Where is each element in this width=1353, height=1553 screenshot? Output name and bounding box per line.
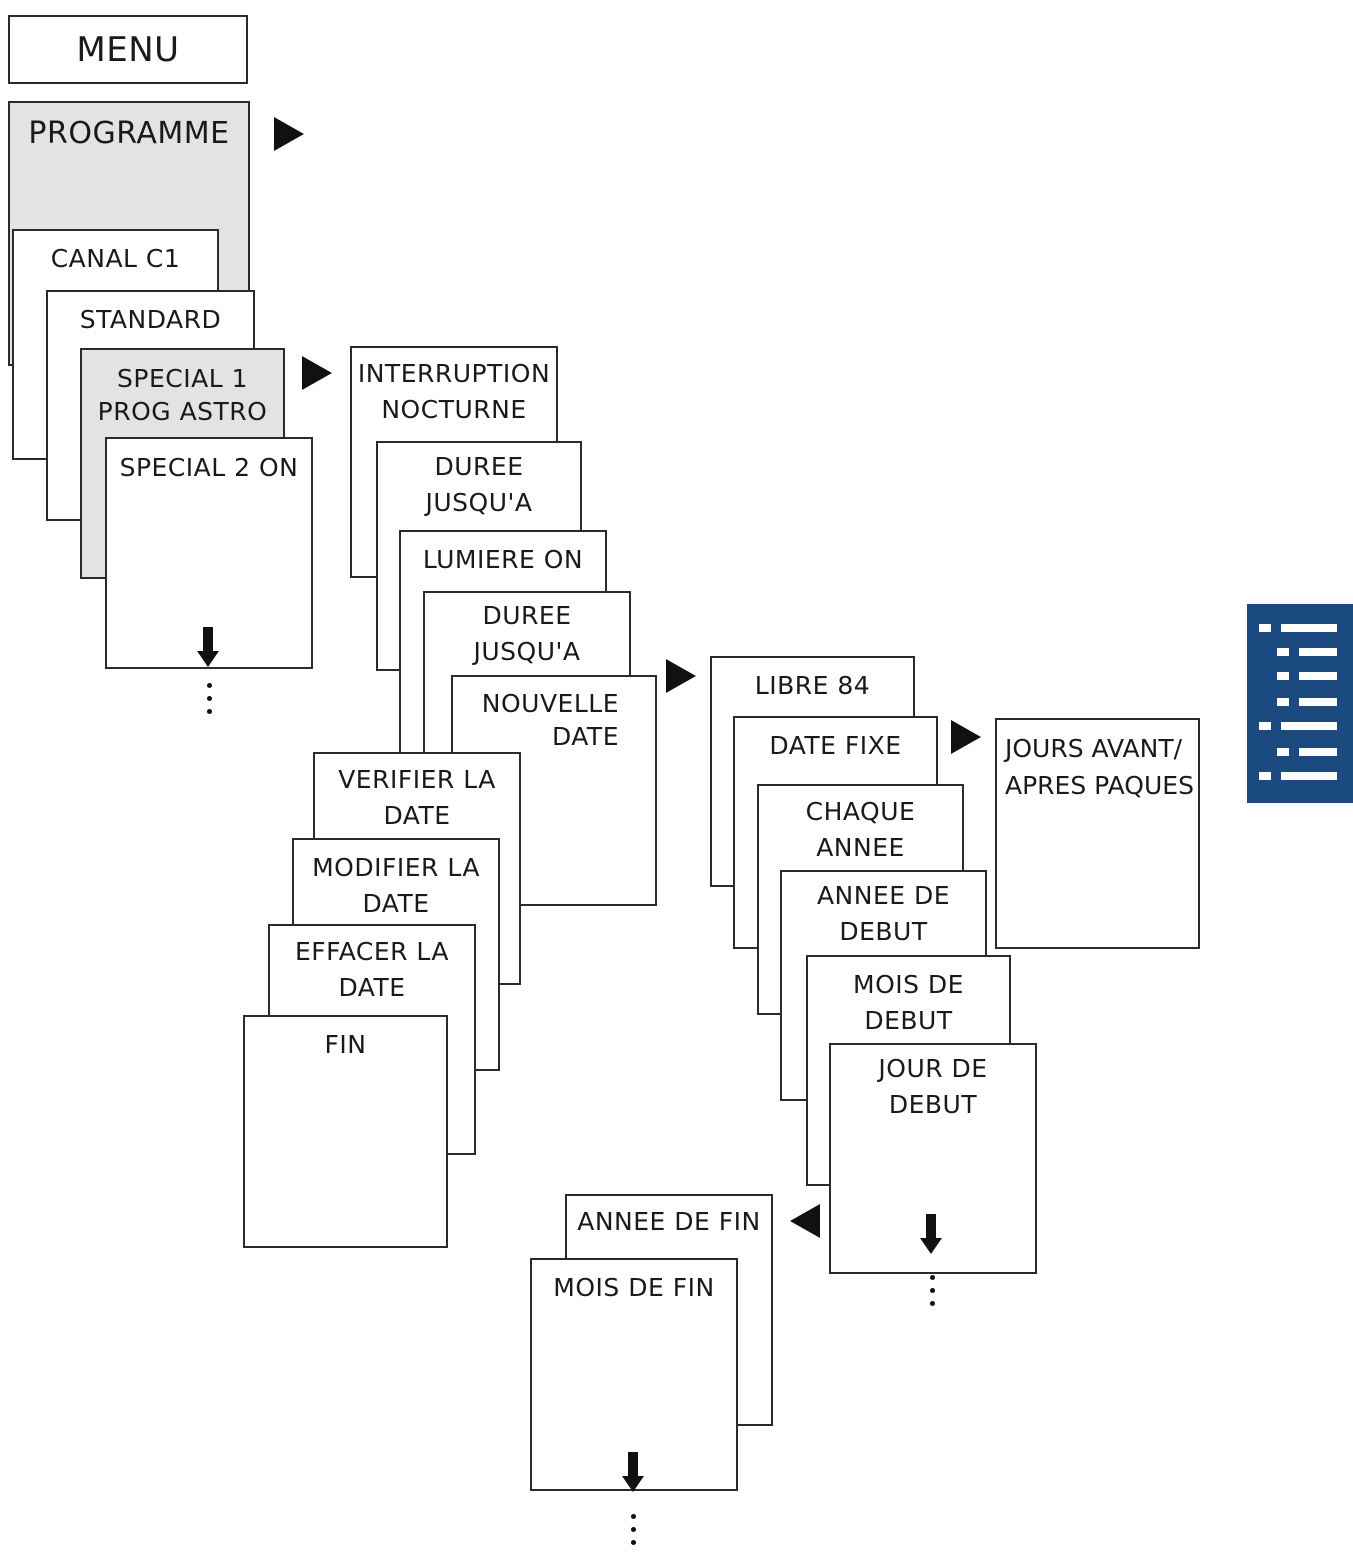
brand-logo-icon [1247,604,1353,803]
play-right-icon [951,720,981,754]
vertical-ellipsis-icon [927,1275,937,1314]
vertical-ellipsis-icon [204,683,214,722]
vertical-ellipsis-icon [628,1514,638,1553]
play-left-icon [790,1204,820,1238]
play-right-icon [666,659,696,693]
fin-box[interactable]: FIN [243,1015,448,1248]
jour-de-debut-box[interactable]: JOUR DE DEBUT [829,1043,1037,1274]
menu-box[interactable]: MENU [8,15,248,84]
jours-avant-apres-paques-box[interactable]: JOURS AVANT/ APRES PAQUES [995,718,1200,949]
arrow-down-icon [622,1452,644,1494]
play-right-icon [274,117,304,151]
play-right-icon [302,356,332,390]
arrow-down-icon [920,1214,942,1256]
arrow-down-icon [197,627,219,669]
